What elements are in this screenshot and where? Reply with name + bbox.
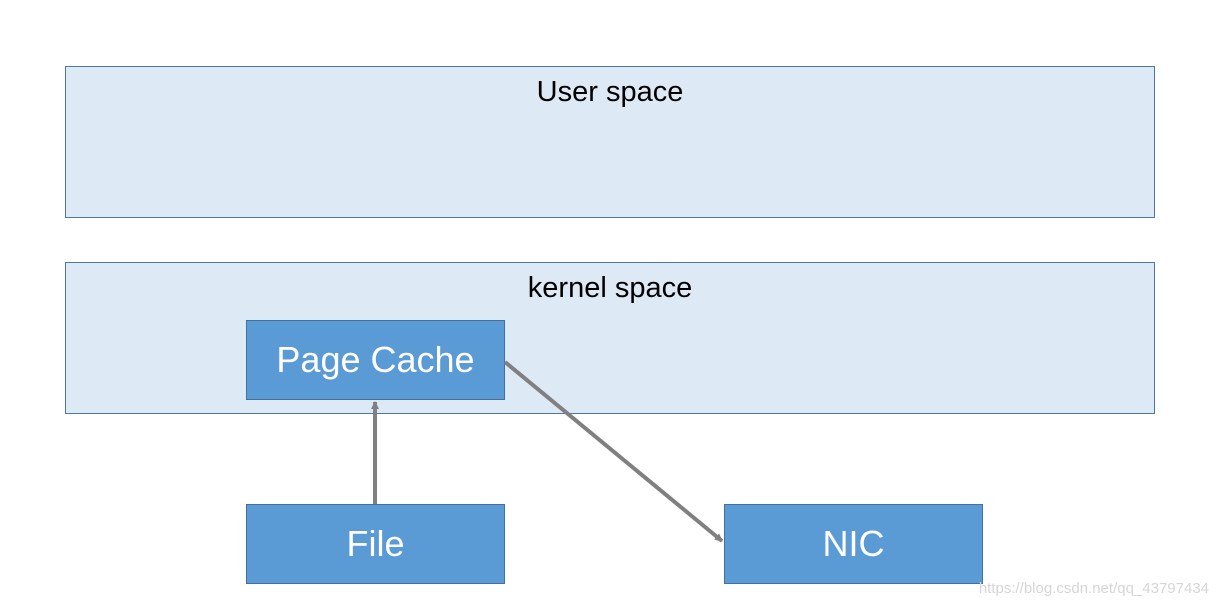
watermark-text: https://blog.csdn.net/qq_43797434: [978, 580, 1209, 597]
page-cache-label: Page Cache: [276, 339, 475, 380]
kernel-space-label: kernel space: [527, 272, 693, 304]
nic-node: NIC: [724, 504, 983, 584]
user-space-label: User space: [536, 76, 684, 108]
kernel-space-region: kernel space: [65, 262, 1155, 414]
file-label: File: [346, 523, 405, 564]
nic-label: NIC: [822, 523, 885, 564]
page-cache-node: Page Cache: [246, 320, 505, 400]
user-space-region: User space: [65, 66, 1155, 218]
file-node: File: [246, 504, 505, 584]
